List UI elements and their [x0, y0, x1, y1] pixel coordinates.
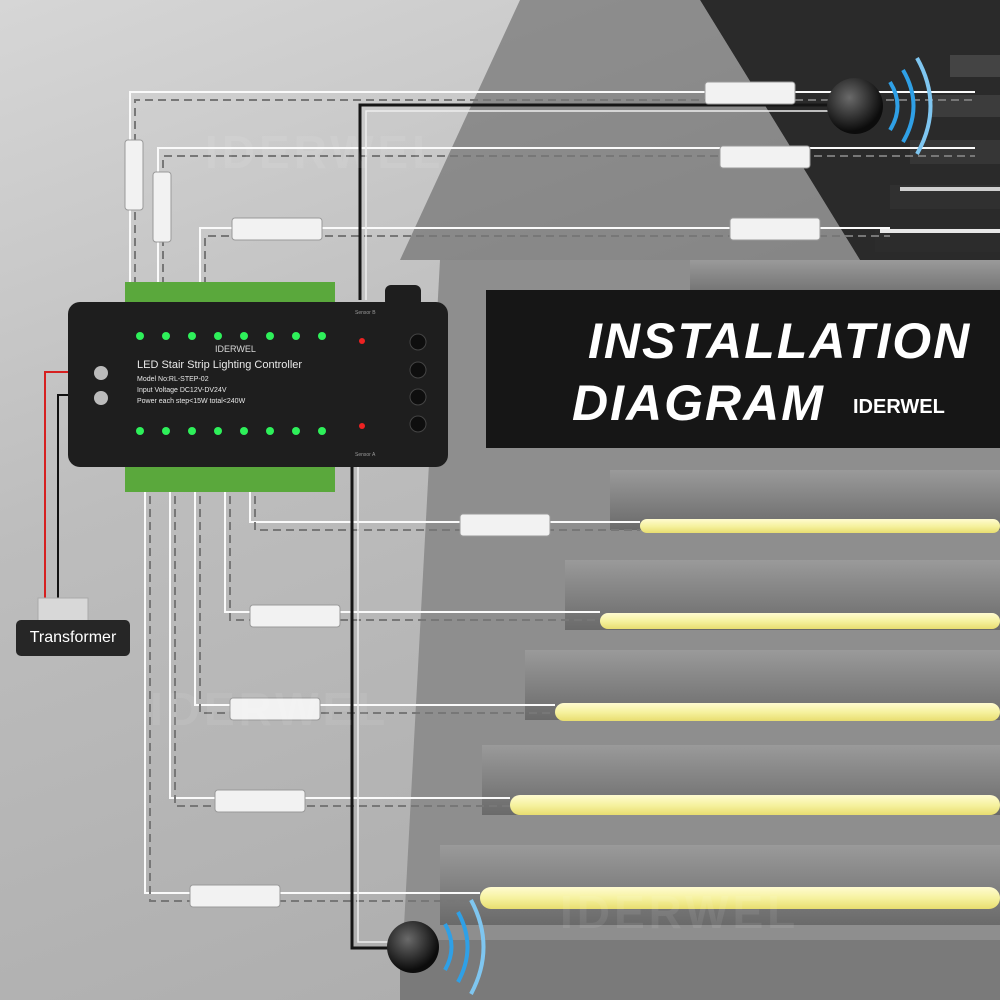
title-panel — [486, 290, 1000, 448]
title-line-2: DIAGRAM — [572, 375, 825, 431]
sensor-icon — [387, 78, 883, 973]
watermark: IDERWEL — [560, 886, 800, 938]
wireless-signal-icon — [443, 57, 933, 995]
controller-voltage: Input Voltage DC12V-DV24V — [137, 387, 227, 394]
watermark: IDERWEL — [150, 683, 390, 735]
controller-logo: IDERWEL — [215, 344, 256, 354]
watermark: IDERWEL — [205, 126, 445, 178]
sensor-a-label: Sensor A — [355, 452, 376, 458]
controller — [68, 282, 448, 492]
brand-name: IDERWEL — [853, 396, 945, 418]
led-strip-icon — [480, 187, 1000, 909]
sensor-b-label: Sensor B — [355, 310, 376, 316]
title-line-1: INSTALLATION — [588, 313, 972, 369]
controller-model: Model No:RL-STEP-02 — [137, 376, 209, 383]
controller-name: LED Stair Strip Lighting Controller — [137, 359, 303, 371]
connector-icon — [124, 81, 821, 908]
controller-power: Power each step<15W total<240W — [137, 398, 246, 405]
transformer-label: Transformer — [16, 620, 130, 656]
